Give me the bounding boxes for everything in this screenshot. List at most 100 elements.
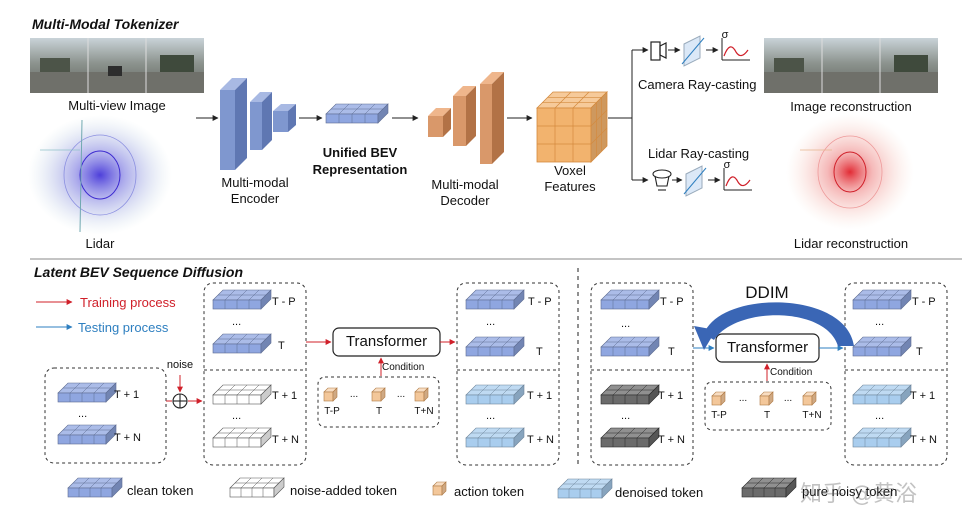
test-act-t: T <box>763 410 771 421</box>
train-out-t: T <box>536 346 543 358</box>
test-in-token-tplusn <box>600 427 660 448</box>
lidar-sensor-icon <box>652 169 672 191</box>
train-out-token-tplusn <box>465 427 525 448</box>
legend-noise-added-label: noise-added token <box>290 483 397 498</box>
lidar-density-curve-icon <box>723 168 752 191</box>
ray-volume-icon <box>681 35 705 67</box>
test-in-tplus1: T + 1 <box>658 390 684 402</box>
train-in-token-tminusp <box>212 289 272 310</box>
test-action-token-t <box>759 391 774 406</box>
train-condition-label: Condition <box>382 362 425 373</box>
test-out-token-tplusn <box>852 427 912 448</box>
test-input-box <box>590 282 694 466</box>
lidar-label: Lidar <box>85 236 115 251</box>
test-in-t: T <box>668 346 675 358</box>
voxel-label-line2: Features <box>544 179 596 194</box>
test-in-tminusp: T - P <box>660 296 684 308</box>
lidar-reconstruction-label: Lidar reconstruction <box>793 236 909 251</box>
train-out-dots2: ... <box>486 410 496 422</box>
decoder-label-line1: Multi-modal <box>431 177 499 192</box>
legend-denoised-label: denoised token <box>615 485 704 500</box>
train-out-token-tplus1 <box>465 384 525 405</box>
lidar-sigma-label: σ <box>723 159 731 171</box>
watermark: 知乎 @黄浴 <box>800 482 917 507</box>
voxel-features-cube <box>536 91 608 163</box>
ddim-loop-arrow <box>694 302 854 350</box>
bev-label-line1: Unified BEV <box>322 145 398 160</box>
test-act-dots1: ... <box>738 393 748 404</box>
camera-sigma-label: σ <box>721 29 729 41</box>
camera-icon <box>650 41 667 61</box>
clean-dots: ... <box>78 408 88 420</box>
train-action-token-t <box>371 387 386 402</box>
train-action-box <box>317 376 440 428</box>
train-action-token-tmp <box>323 387 338 402</box>
diffusion-section-title: Latent BEV Sequence Diffusion <box>34 264 243 280</box>
legend-action-swatch <box>432 481 447 496</box>
test-transformer-label: Transformer <box>726 339 809 356</box>
lidar-ray-volume-icon <box>683 165 707 197</box>
train-out-dots: ... <box>486 316 496 328</box>
train-transformer-label: Transformer <box>345 333 428 350</box>
train-in-token-t <box>212 333 272 354</box>
train-input-box <box>203 282 307 466</box>
test-out-token-t <box>852 336 912 357</box>
future-clean-box <box>44 367 167 464</box>
noise-label: noise <box>166 359 194 371</box>
multi-view-image-thumbnail <box>30 38 204 93</box>
multi-modal-encoder-shape <box>220 78 296 170</box>
legend-action-label: action token <box>454 484 525 499</box>
legend-pure-noisy-swatch <box>741 477 797 498</box>
test-out-tplus1: T + 1 <box>910 390 936 402</box>
train-output-box <box>456 282 560 466</box>
train-in-token-tplus1 <box>212 384 272 405</box>
multi-modal-decoder-shape <box>428 72 504 164</box>
encoder-label-line1: Multi-modal <box>221 175 289 190</box>
train-out-tminusp: T - P <box>528 296 552 308</box>
image-reconstruction-thumbnail <box>764 38 938 93</box>
decoder-label-line2: Decoder <box>440 193 490 208</box>
train-out-tplus1: T + 1 <box>527 390 553 402</box>
clean-tplus1-label: T + 1 <box>114 389 140 401</box>
legend-pure-noisy-label: pure noisy token <box>802 484 898 499</box>
test-out-token-tplus1 <box>852 384 912 405</box>
clean-token-tplus1 <box>57 382 117 403</box>
legend-denoised-swatch <box>557 478 613 499</box>
tokenizer-section-title: Multi-Modal Tokenizer <box>32 16 179 32</box>
test-in-dots: ... <box>621 318 631 330</box>
encoder-label-line2: Encoder <box>230 191 280 206</box>
clean-token-tplusn <box>57 424 117 445</box>
test-in-token-tminusp <box>600 289 660 310</box>
train-act-tmp: T-P <box>324 406 340 417</box>
clean-tplusn-label: T + N <box>114 432 142 444</box>
test-act-dots2: ... <box>783 393 793 404</box>
train-out-token-tminusp <box>465 289 525 310</box>
test-out-token-tminusp <box>852 289 912 310</box>
test-act-tpn: T+N <box>802 410 822 421</box>
train-in-t: T <box>278 340 285 352</box>
test-out-t: T <box>916 346 923 358</box>
test-in-dots2: ... <box>621 410 631 422</box>
lidar-raycasting-label: Lidar Ray-casting <box>648 146 750 161</box>
train-in-tminusp: T - P <box>272 296 296 308</box>
test-condition-label: Condition <box>770 367 813 378</box>
test-in-tplusn: T + N <box>658 434 686 446</box>
test-out-tplusn: T + N <box>910 434 938 446</box>
train-in-dots: ... <box>232 316 242 328</box>
voxel-label-line1: Voxel <box>554 163 586 178</box>
test-act-tmp: T-P <box>711 410 727 421</box>
test-in-token-t <box>600 336 660 357</box>
train-in-dots2: ... <box>232 410 242 422</box>
train-act-t: T <box>375 406 383 417</box>
train-in-tplus1: T + 1 <box>272 390 298 402</box>
camera-raycasting-label: Camera Ray-casting <box>638 77 757 92</box>
unified-bev-tile <box>325 103 389 124</box>
test-action-token-tpn <box>802 391 817 406</box>
legend-clean-label: clean token <box>127 483 194 498</box>
unified-bev-grid <box>325 103 389 124</box>
noise-add-icon <box>172 393 188 409</box>
train-out-token-t <box>465 336 525 357</box>
multi-view-image-label: Multi-view Image <box>68 98 166 113</box>
